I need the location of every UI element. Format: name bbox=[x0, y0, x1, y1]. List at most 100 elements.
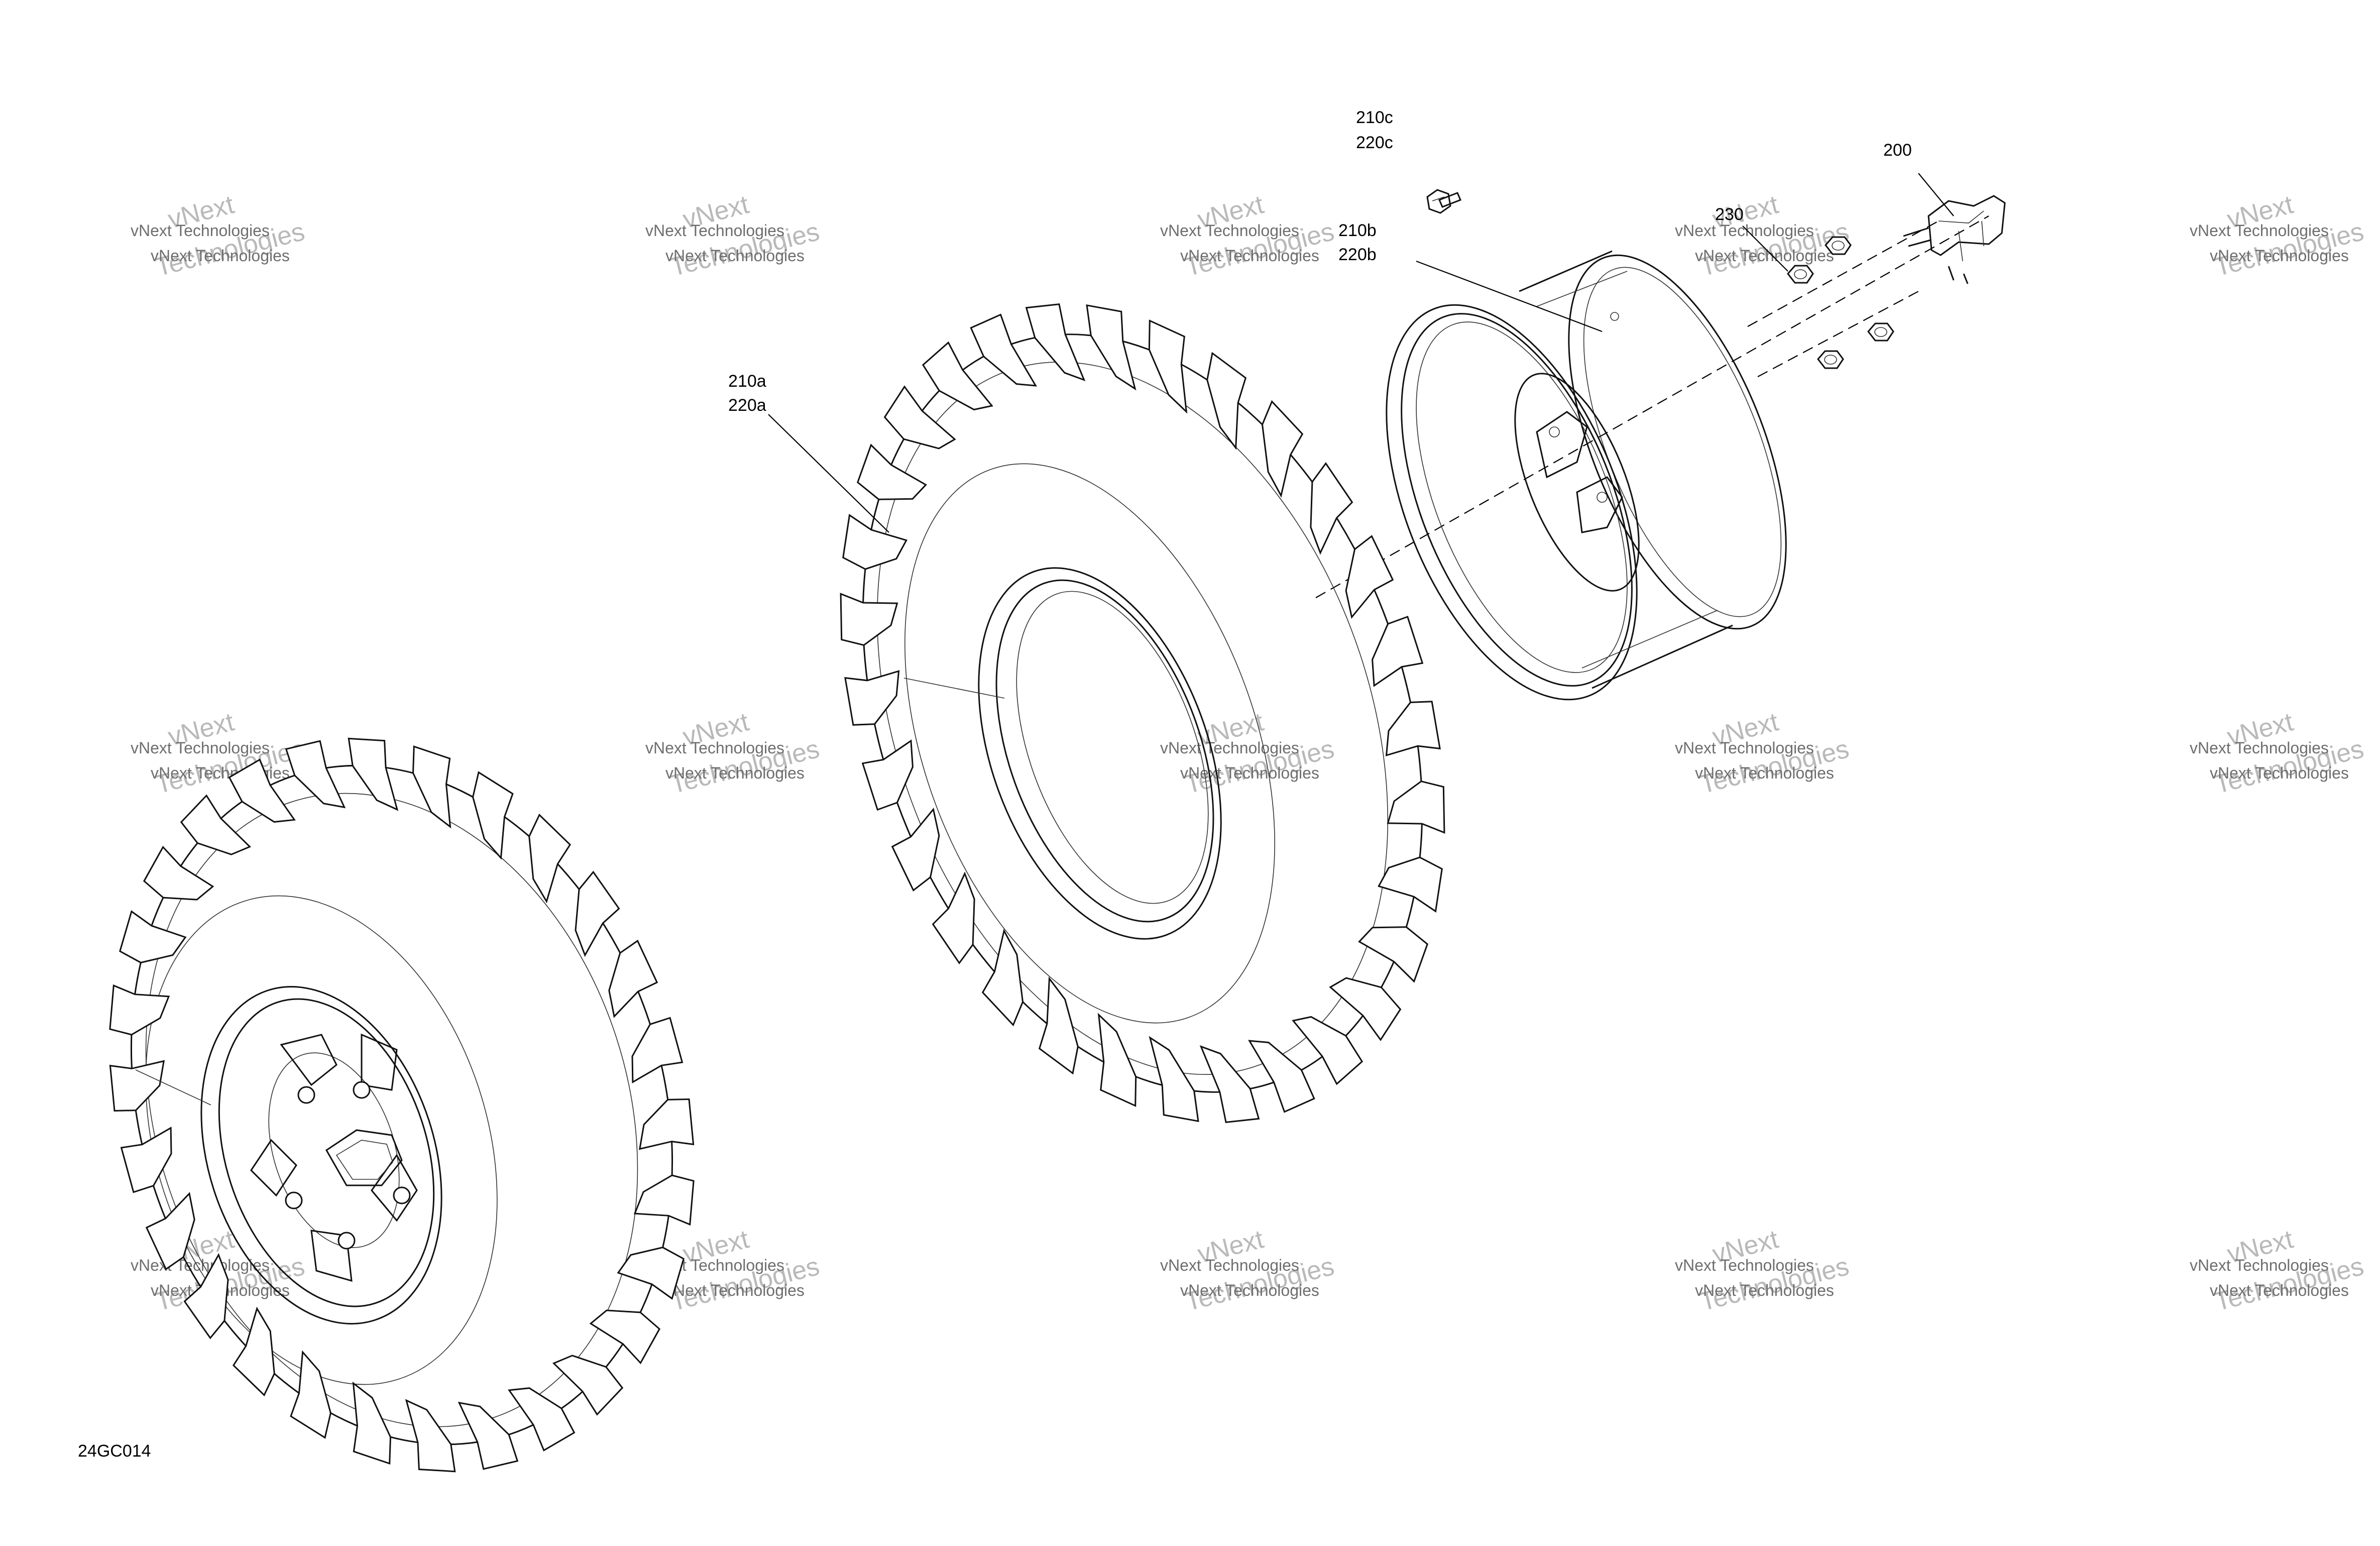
watermark-line1: vNext Technologies bbox=[2190, 739, 2329, 757]
tread-lug bbox=[1038, 976, 1079, 1075]
tread-lug bbox=[1310, 462, 1353, 555]
tread-lug bbox=[232, 1306, 275, 1397]
tread-lug bbox=[1086, 304, 1137, 391]
tread-lug bbox=[922, 341, 993, 411]
callout-210a: 210a bbox=[728, 372, 766, 391]
tread-lug bbox=[1206, 352, 1247, 450]
tread-lug bbox=[183, 1253, 229, 1340]
watermark-line1: vNext Technologies bbox=[131, 222, 270, 240]
tread-lug bbox=[348, 737, 399, 811]
watermark-line1: vNext Technologies bbox=[1675, 222, 1814, 240]
watermark-line1b: vNext Technologies bbox=[1180, 1281, 1319, 1299]
tread-lug bbox=[932, 871, 975, 965]
callout-labels: 210c 220c 210b 220b 210a 220a 230 200 24… bbox=[78, 108, 1912, 1461]
tread-lug bbox=[228, 758, 296, 823]
tread-lug bbox=[844, 670, 900, 726]
tread-lug bbox=[412, 745, 451, 829]
watermark-line1b: vNext Technologies bbox=[1695, 764, 1834, 782]
callout-230: 230 bbox=[1715, 205, 1744, 224]
tread-lug bbox=[840, 593, 898, 646]
tread-lug bbox=[631, 1017, 684, 1083]
tread-lug bbox=[508, 1387, 576, 1452]
tread-lug bbox=[472, 771, 514, 860]
tread-lug bbox=[638, 1098, 695, 1150]
watermark-line1b: vNext Technologies bbox=[665, 1281, 805, 1299]
tread-lug bbox=[405, 1399, 456, 1473]
watermark-line1: vNext Technologies bbox=[1160, 222, 1299, 240]
tread-lug bbox=[285, 740, 346, 809]
callout-220a: 220a bbox=[728, 396, 766, 415]
lug-nuts bbox=[1787, 236, 1894, 369]
watermark-line1b: vNext Technologies bbox=[1695, 1281, 1834, 1299]
tread-lug bbox=[290, 1350, 331, 1439]
callout-220c: 220c bbox=[1356, 133, 1393, 152]
hub-cap bbox=[1903, 195, 2006, 284]
tread-lug bbox=[1149, 1036, 1199, 1123]
tread-lug bbox=[857, 444, 927, 500]
tread-lug bbox=[120, 1127, 172, 1193]
valve-bolt bbox=[1426, 189, 1461, 214]
watermark-line1: vNext Technologies bbox=[645, 739, 784, 757]
leader-lines bbox=[135, 173, 1954, 1106]
tread-lug bbox=[1261, 400, 1304, 498]
tread-lug bbox=[633, 1174, 695, 1226]
tread-lug bbox=[608, 939, 658, 1018]
tread-lug bbox=[1148, 319, 1188, 414]
watermark-line1: vNext Technologies bbox=[1675, 1256, 1814, 1274]
tread-lug bbox=[1292, 1016, 1364, 1085]
tread-lug bbox=[1372, 615, 1424, 687]
watermark-line1b: vNext Technologies bbox=[665, 247, 805, 265]
watermark-line1: vNext Technologies bbox=[1160, 739, 1299, 757]
tread-lug bbox=[1097, 1013, 1137, 1107]
watermark-line1b: vNext Technologies bbox=[151, 247, 290, 265]
watermark-line1b: vNext Technologies bbox=[665, 764, 805, 782]
callout-220b: 220b bbox=[1338, 245, 1377, 264]
explosion-axis bbox=[1315, 215, 1989, 598]
watermark-line1: vNext Technologies bbox=[131, 739, 270, 757]
watermark-line1b: vNext Technologies bbox=[1180, 764, 1319, 782]
watermark-line1: vNext Technologies bbox=[1160, 1256, 1299, 1274]
tread-lug bbox=[589, 1309, 661, 1365]
tread-lug bbox=[145, 1192, 195, 1271]
watermark-line1: vNext Technologies bbox=[645, 222, 784, 240]
tread-lug bbox=[143, 845, 214, 901]
watermark-line1b: vNext Technologies bbox=[2210, 764, 2349, 782]
watermark-line1b: vNext Technologies bbox=[1695, 247, 1834, 265]
tread-lug bbox=[458, 1401, 519, 1470]
watermark-line1: vNext Technologies bbox=[2190, 1256, 2329, 1274]
tread-lug bbox=[883, 385, 956, 450]
tread-lug bbox=[352, 1381, 392, 1465]
rim bbox=[1386, 250, 1787, 701]
watermark-line1: vNext Technologies bbox=[2190, 222, 2329, 240]
tread-lug bbox=[861, 739, 914, 811]
tread-lug bbox=[1358, 926, 1428, 983]
watermark-line1: vNext Technologies bbox=[1675, 739, 1814, 757]
tread-lug bbox=[970, 313, 1037, 387]
tread-lug bbox=[1025, 303, 1086, 381]
tread-lug bbox=[1378, 856, 1443, 913]
tread-lug bbox=[552, 1355, 624, 1416]
watermark-line1b: vNext Technologies bbox=[151, 764, 290, 782]
tread-lug bbox=[891, 807, 940, 892]
tread-lug bbox=[119, 910, 187, 964]
tread-lug bbox=[1199, 1045, 1260, 1124]
tread-lug bbox=[1385, 701, 1441, 756]
watermark-line1b: vNext Technologies bbox=[2210, 247, 2349, 265]
watermark-line1b: vNext Technologies bbox=[1180, 247, 1319, 265]
callout-210b: 210b bbox=[1338, 221, 1377, 240]
tread-lug bbox=[1345, 535, 1394, 619]
wheel-assembly bbox=[109, 737, 695, 1473]
